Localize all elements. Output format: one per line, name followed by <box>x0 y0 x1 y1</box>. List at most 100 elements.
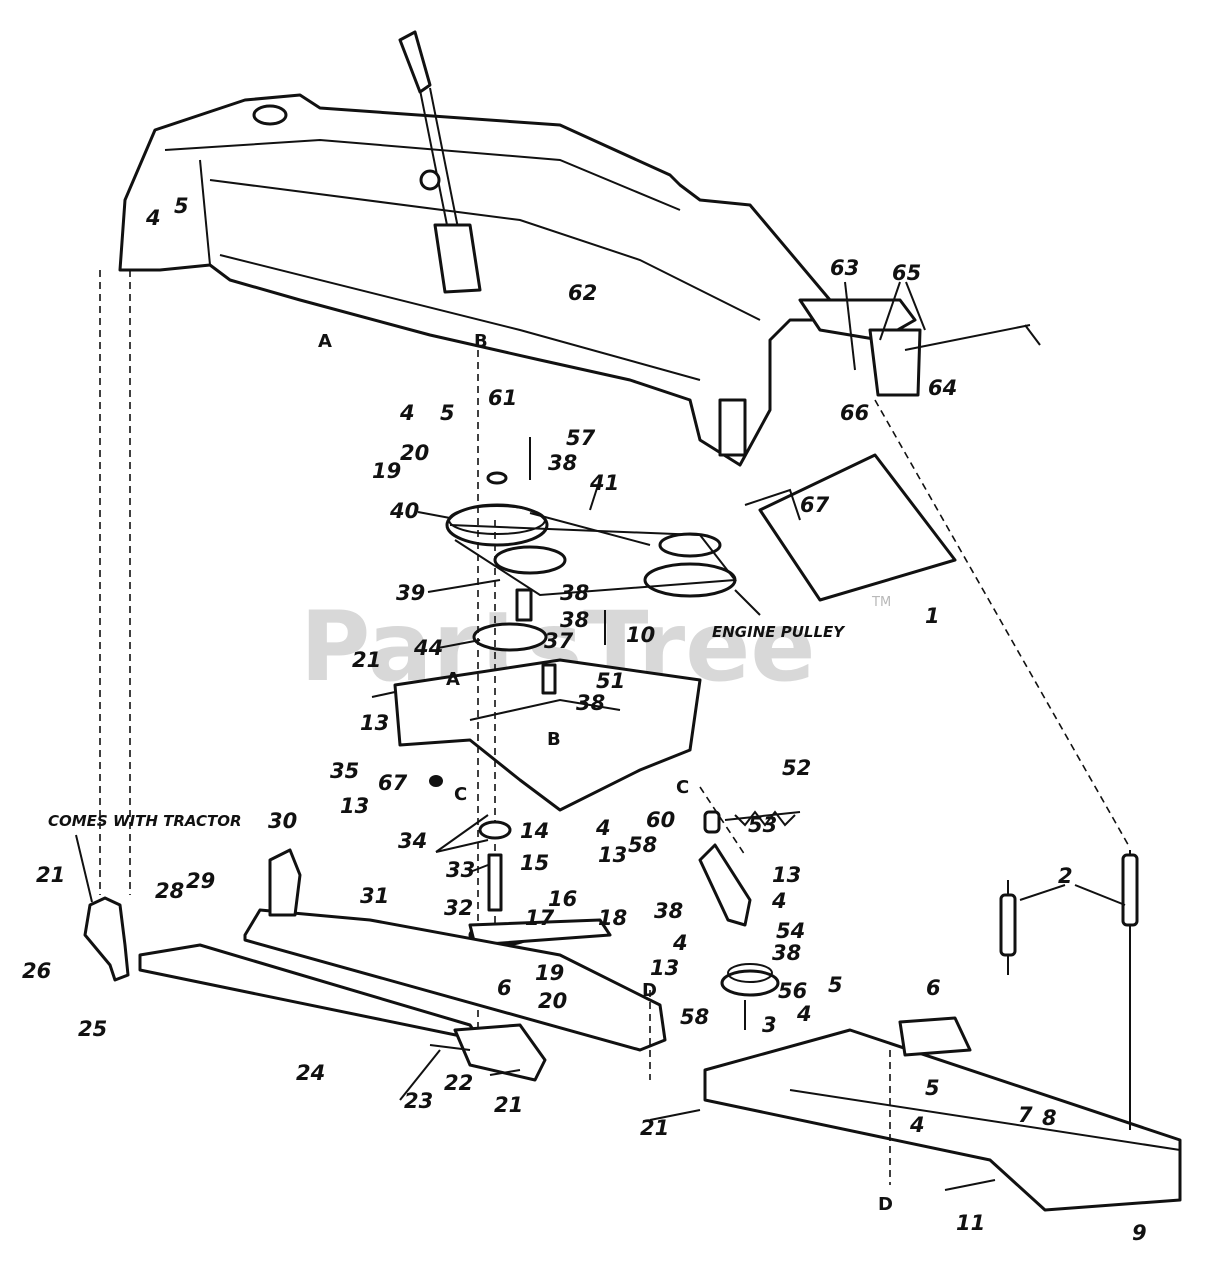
idler-assembly <box>698 786 801 1030</box>
bolt-21-lower <box>489 1069 521 1076</box>
belt-44 <box>449 524 737 597</box>
callout-32: 32 <box>444 896 473 920</box>
callout-13: 13 <box>598 843 627 867</box>
callout-4: 4 <box>595 816 611 840</box>
spacer-39 <box>515 588 533 622</box>
rod-bracket <box>868 328 922 397</box>
callout-11: 11 <box>956 1211 985 1235</box>
callout-13: 13 <box>360 711 389 735</box>
leader-40 <box>427 579 501 593</box>
housing-top-edge <box>164 138 681 211</box>
callout-26: 26 <box>22 959 51 983</box>
drive-pulley-rim <box>448 505 546 535</box>
ref-letter-b: B <box>474 331 488 352</box>
spacer-61 <box>703 810 721 834</box>
callout-25: 25 <box>78 1017 107 1041</box>
callout-7: 7 <box>1018 1103 1033 1127</box>
idler-arm-56 <box>698 843 752 927</box>
belt-top-edge <box>529 512 651 546</box>
callout-19: 19 <box>372 459 401 483</box>
callout-4: 4 <box>796 1002 812 1026</box>
callout-66: 65 <box>892 261 921 285</box>
callout-19: 19 <box>535 961 564 985</box>
lever-shaft-edge <box>429 87 461 239</box>
spring-53-coil <box>734 810 796 827</box>
comes-with-tractor-note: COMES WITH TRACTOR <box>48 812 242 830</box>
callout-58: 57 <box>566 426 596 450</box>
bolt-23 <box>429 1044 471 1051</box>
bushing-14 <box>478 820 512 840</box>
leader-33 <box>469 864 489 873</box>
callout-44: 41 <box>589 471 619 495</box>
callout-4: 4 <box>771 889 787 913</box>
ref-letter-c: C <box>454 784 467 805</box>
fuel-cap <box>252 104 288 126</box>
callout-6: 6 <box>497 976 512 1000</box>
ref-letter-d: D <box>642 980 657 1001</box>
callout-2: 2 <box>1058 864 1073 888</box>
callout-8: 8 <box>1042 1106 1057 1130</box>
callout-18: 18 <box>598 906 627 930</box>
belt-guard-1 <box>758 453 957 602</box>
engine-pulley-note: ENGINE PULLEY <box>712 623 846 641</box>
nut-68 <box>429 775 443 787</box>
guard-clip <box>744 488 801 521</box>
rear-frame-9 <box>703 1028 1182 1212</box>
lever-shaft <box>419 89 451 241</box>
spacer-52 <box>541 663 557 695</box>
engine-pulley <box>643 562 737 598</box>
nut-20 <box>486 471 508 485</box>
callout-16: 16 <box>548 887 577 911</box>
callout-10: 10 <box>626 623 655 647</box>
callout-13: 13 <box>650 956 679 980</box>
left-bracket <box>83 896 130 982</box>
leader-51 <box>437 639 481 649</box>
callout-52: 51 <box>596 669 625 693</box>
callout-20: 20 <box>400 441 429 465</box>
plate-30 <box>268 848 302 917</box>
callout-40: 39 <box>396 581 425 605</box>
control-rod <box>904 324 1031 351</box>
lever-grip <box>398 30 432 94</box>
callout-39: 38 <box>560 581 589 605</box>
callout-24: 24 <box>296 1061 325 1085</box>
spring-2-right-coil <box>1121 853 1139 927</box>
lever-base <box>433 223 482 294</box>
spring-dash-guide <box>874 399 1131 849</box>
callout-60: 58 <box>628 833 657 857</box>
leader-2b <box>1074 884 1126 906</box>
callout-4: 4 <box>672 931 688 955</box>
callout-labels: 1 2 3 4 4 4 4 4 4 4 5 5 5 5 6 6 7 8 9 10… <box>22 194 1147 1245</box>
callout-22: 22 <box>444 1071 473 1095</box>
bracket-6-lower <box>453 1023 547 1082</box>
engine-pulley-arrow <box>734 589 761 616</box>
idler-pulley-rim <box>727 963 773 983</box>
notes: ENGINE PULLEY COMES WITH TRACTOR <box>48 623 846 830</box>
housing-lower-line <box>219 254 701 381</box>
lever-pivot <box>419 169 441 191</box>
callout-21: 21 <box>494 1093 523 1117</box>
callout-38: 38 <box>576 691 605 715</box>
leader-44 <box>589 484 599 511</box>
callout-67: 66 <box>840 401 869 425</box>
mounting-plate <box>393 658 702 812</box>
callout-21: 21 <box>36 863 65 887</box>
callout-37: 37 <box>544 629 574 653</box>
callout-63: 62 <box>568 281 597 305</box>
leader-34b <box>435 839 489 853</box>
callout-14: 14 <box>520 819 549 843</box>
callout-4: 4 <box>909 1113 925 1137</box>
callout-20: 20 <box>538 989 567 1013</box>
cover-plate-51 <box>472 622 548 652</box>
ref-letter-d: D <box>878 1194 893 1215</box>
pulley-40 <box>493 545 567 575</box>
callout-38: 38 <box>772 941 801 965</box>
lower-frame <box>138 848 1182 1212</box>
callout-5: 5 <box>174 194 189 218</box>
pulley-assembly <box>445 437 761 652</box>
center-stack <box>429 350 612 1040</box>
leader-lines <box>399 281 1126 1121</box>
callout-41: 40 <box>389 499 419 523</box>
leader-23 <box>399 1049 441 1101</box>
